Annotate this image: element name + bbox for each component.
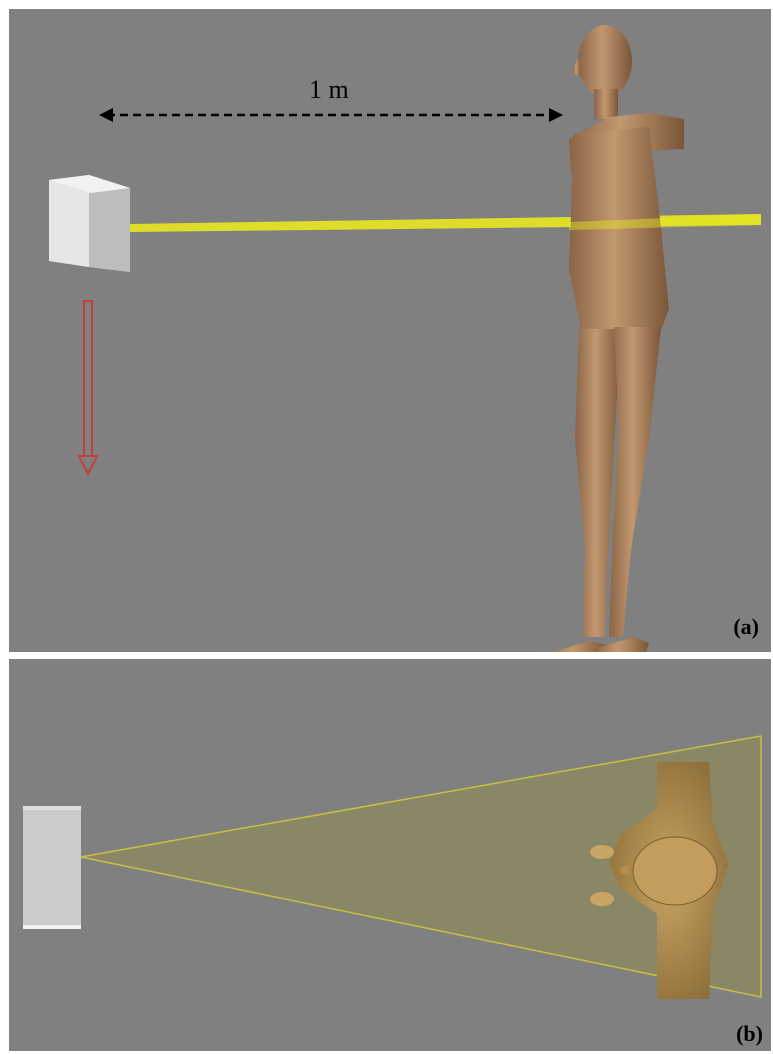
panel-a-label: (a) <box>733 614 759 640</box>
distance-arrow <box>99 108 563 122</box>
fall-direction-arrow <box>79 301 97 474</box>
sensor-box <box>49 175 130 272</box>
human-figure <box>543 25 684 652</box>
distance-label: 1 m <box>309 75 349 105</box>
panel-a-side-view: 1 m (a) <box>9 9 771 652</box>
panel-b-top-view: (b) <box>9 659 771 1051</box>
side-view-diagram <box>9 9 771 652</box>
top-view-diagram <box>9 659 771 1051</box>
sensor-box <box>23 806 81 929</box>
panel-b-label: (b) <box>736 1021 763 1047</box>
